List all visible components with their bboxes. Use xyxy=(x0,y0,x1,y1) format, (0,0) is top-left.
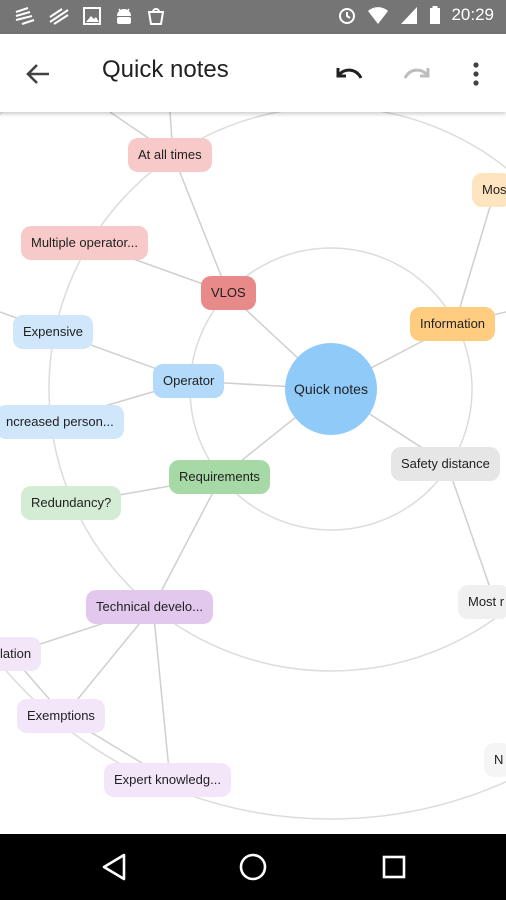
notification-icons xyxy=(14,6,166,26)
wifi-icon xyxy=(368,7,389,24)
cast-icon xyxy=(15,7,35,25)
status-bar: 20:29 xyxy=(0,0,506,34)
node-lation[interactable]: lation xyxy=(0,637,42,671)
node-vlos[interactable]: VLOS xyxy=(201,276,256,310)
home-circle-icon[interactable] xyxy=(238,852,268,882)
node-exemptions[interactable]: Exemptions xyxy=(17,699,105,733)
back-triangle-icon[interactable] xyxy=(100,852,128,882)
node-at-all-times[interactable]: At all times xyxy=(128,138,212,172)
page-title: Quick notes xyxy=(102,56,229,83)
node-expensive[interactable]: Expensive xyxy=(13,315,93,349)
redo-icon[interactable] xyxy=(402,62,432,86)
node-most-r[interactable]: Most r xyxy=(458,585,506,619)
image-icon xyxy=(83,7,101,25)
recents-square-icon[interactable] xyxy=(381,854,407,880)
undo-icon[interactable] xyxy=(334,62,364,86)
battery-icon xyxy=(430,6,441,24)
system-icons: 20:29 xyxy=(337,5,494,25)
node-operator[interactable]: Operator xyxy=(153,364,225,398)
android-icon xyxy=(117,8,131,24)
mindmap-canvas[interactable]: At all times Multiple operator... VLOS E… xyxy=(0,112,506,834)
node-redundancy[interactable]: Redundancy? xyxy=(21,486,122,520)
navigation-bar xyxy=(0,834,506,900)
cellular-icon xyxy=(401,7,418,24)
app-bar: Quick notes xyxy=(0,34,506,112)
node-increased-person[interactable]: ncreased person... xyxy=(0,405,124,439)
signal-waves-icon xyxy=(49,8,69,25)
back-arrow-icon[interactable] xyxy=(24,60,52,88)
more-options-icon[interactable] xyxy=(466,60,486,88)
status-time: 20:29 xyxy=(451,5,494,24)
node-n[interactable]: N xyxy=(484,743,506,777)
node-technical[interactable]: Technical develo... xyxy=(86,590,213,624)
node-mos[interactable]: Mos xyxy=(472,173,506,207)
node-requirements[interactable]: Requirements xyxy=(169,460,270,494)
node-safety-distance[interactable]: Safety distance xyxy=(391,447,500,481)
node-information[interactable]: Information xyxy=(410,307,496,341)
node-multiple-operator[interactable]: Multiple operator... xyxy=(21,226,148,260)
node-quick-notes-center[interactable]: Quick notes xyxy=(285,343,377,435)
shopping-bag-icon xyxy=(147,8,165,25)
node-expert[interactable]: Expert knowledg... xyxy=(104,763,231,797)
alarm-icon xyxy=(339,8,356,24)
